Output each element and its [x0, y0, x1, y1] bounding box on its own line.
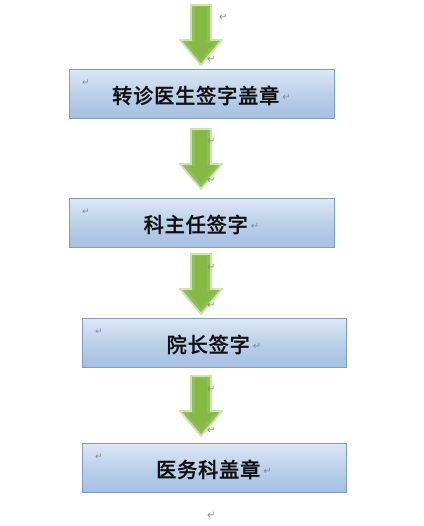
flow-step-referral-doctor-sign: ↵ 转诊医生签字盖章 ↵ [69, 69, 335, 119]
paragraph-mark: ↵ [82, 78, 91, 88]
flow-arrow-1 [179, 4, 223, 66]
paragraph-mark: ↵ [207, 175, 216, 186]
flow-step-label: 转诊医生签字盖章 [112, 83, 281, 108]
paragraph-mark: ↵ [207, 136, 216, 147]
paragraph-mark: ↵ [250, 220, 261, 232]
paragraph-mark: ↵ [82, 207, 91, 217]
flow-arrow-4 [179, 375, 223, 437]
paragraph-mark: ↵ [95, 327, 104, 337]
flow-step-director-sign: ↵ 院长签字 ↵ [82, 318, 347, 368]
paragraph-mark: ↵ [207, 262, 216, 273]
paragraph-mark: ↵ [219, 12, 228, 23]
flow-arrow-2 [179, 128, 223, 190]
flow-step-label: 科主任签字 [143, 212, 249, 237]
flow-step-label: 院长签字 [166, 332, 251, 357]
paragraph-mark: ↵ [207, 384, 216, 395]
paragraph-mark: ↵ [207, 54, 216, 65]
paragraph-mark: ↵ [252, 340, 263, 352]
paragraph-mark: ↵ [282, 91, 292, 103]
paragraph-mark: ↵ [207, 510, 216, 521]
flow-step-medical-affairs-stamp: ↵ 医务科盖章 ↵ [82, 443, 347, 493]
paragraph-mark: ↵ [207, 300, 216, 311]
paragraph-mark: ↵ [263, 465, 273, 477]
paragraph-mark: ↵ [95, 452, 104, 462]
flow-step-department-head-sign: ↵ 科主任签字 ↵ [69, 198, 335, 248]
flow-arrow-3 [179, 253, 223, 315]
flow-step-label: 医务科盖章 [156, 457, 262, 482]
paragraph-mark: ↵ [207, 425, 216, 436]
